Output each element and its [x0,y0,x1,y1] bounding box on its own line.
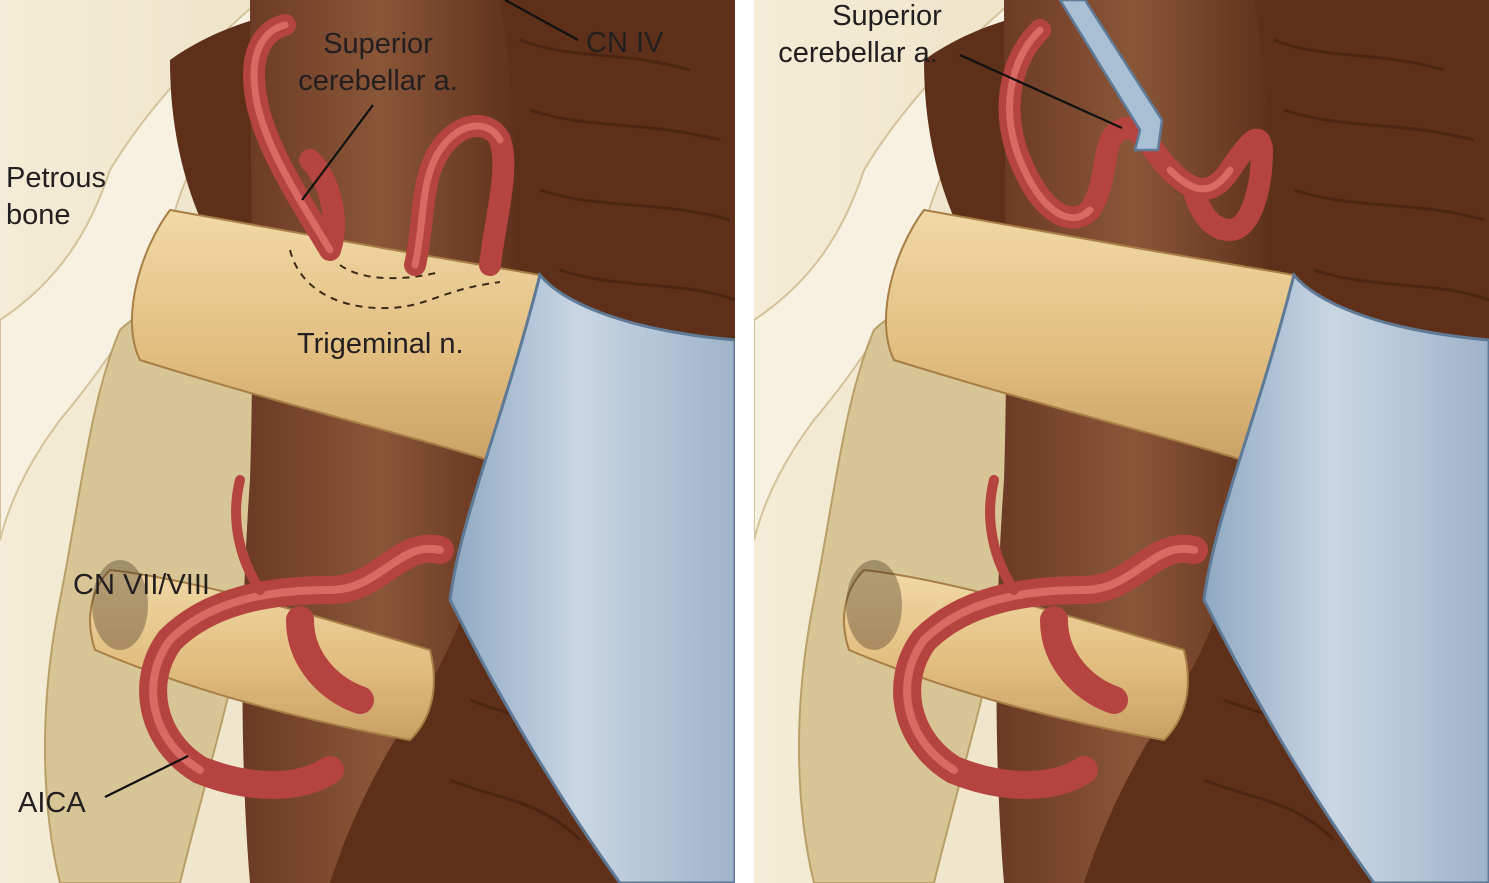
brain-retractor [1202,271,1489,883]
aica-lower-branch [231,475,265,595]
right-panel: Superior cerebellar a. [754,0,1489,883]
label-superior-cerebellar-line1: Superior [323,28,433,60]
label-superior-cerebellar-line2: cerebellar a. [298,65,458,97]
label-cn-vii-viii: CN VII/VIII [73,569,210,601]
superior-cerebellar-artery-highlight [1006,26,1234,222]
aica-lower-branch [985,475,1019,595]
label-aica: AICA [18,787,86,819]
cn-vii-viii-canal [92,560,148,650]
trigeminal-compression-outline-upper [339,264,441,280]
aica-artery-highlight [903,544,1198,774]
label-cn-iv: CN IV [586,27,664,59]
left-panel: Superior cerebellar a. CN IV Petrous bon… [0,0,735,883]
label-trigeminal: Trigeminal n. [297,328,464,360]
cerebellum-folia [449,38,735,842]
superior-cerebellar-artery-highlight [250,21,504,269]
label-petrous-line2: bone [6,199,71,231]
label-petrous-line1: Petrous [6,162,106,194]
leader-line-superior-cerebellar [301,104,374,201]
cerebellum-folia [1203,38,1489,842]
panel-divider [735,0,754,883]
brain-retractor [448,271,735,883]
label-superior-cerebellar-line2: cerebellar a. [778,37,938,69]
label-superior-cerebellar-line1: Superior [832,0,942,32]
leader-line-cn-iv [504,0,579,41]
aica-artery-highlight [149,544,444,774]
cn-vii-viii-canal [846,560,902,650]
leader-line-aica [104,755,189,798]
micro-dissector [1058,0,1164,152]
leader-line-superior-cerebellar [959,53,1123,130]
